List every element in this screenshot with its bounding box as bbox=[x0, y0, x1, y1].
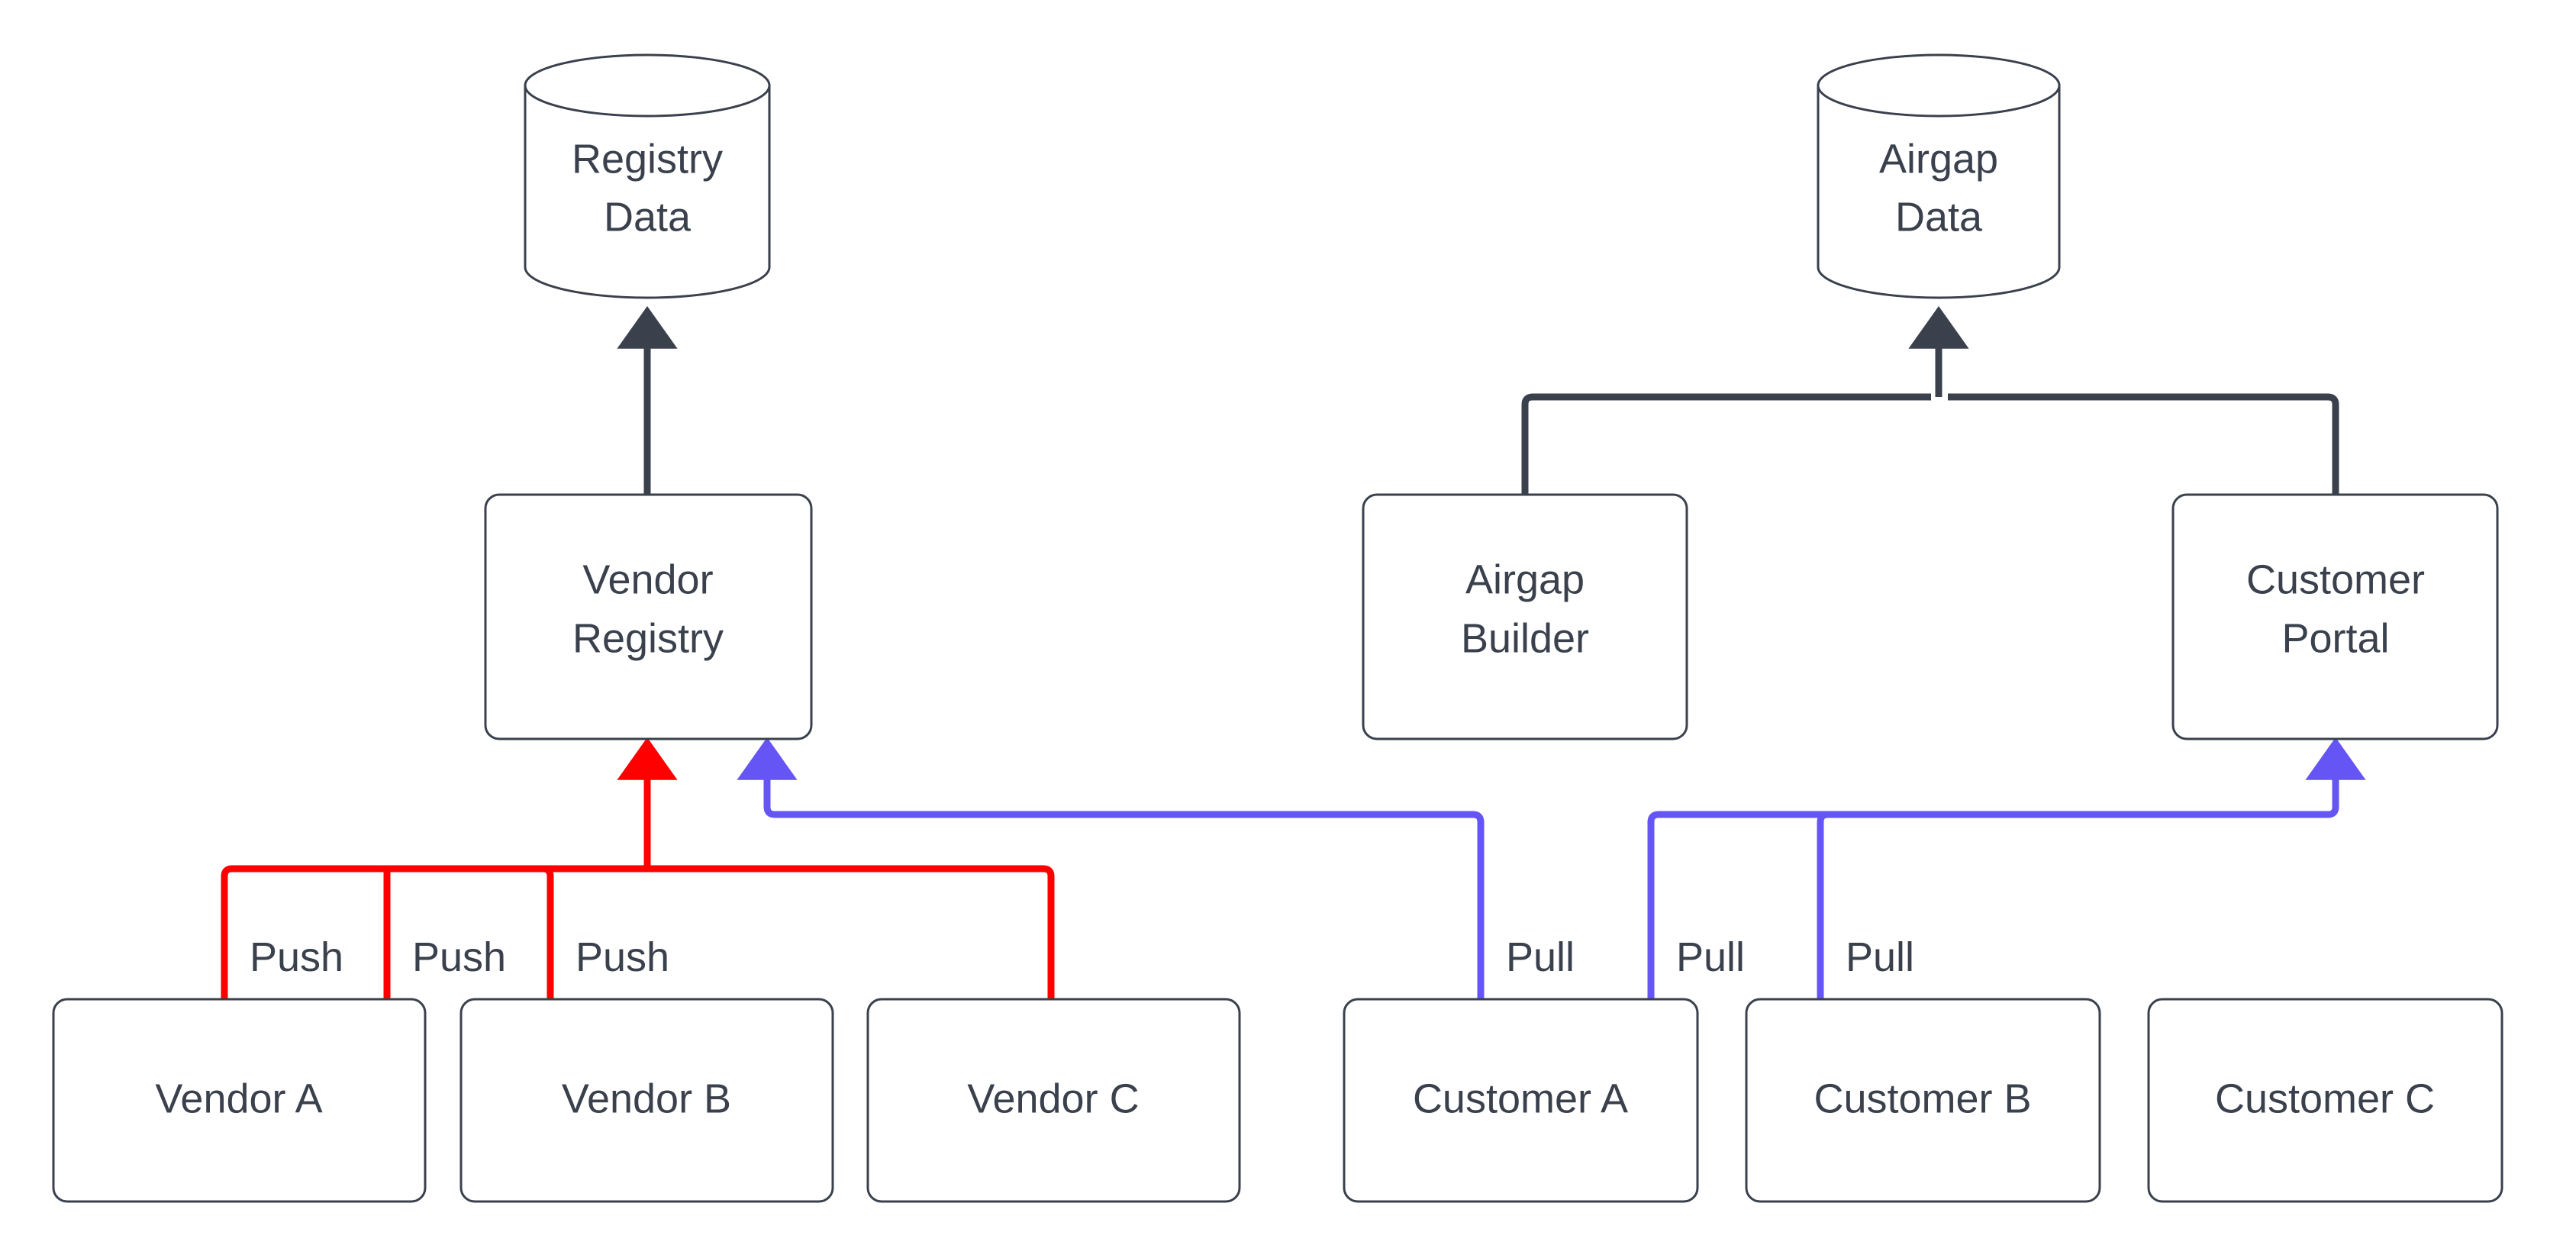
node-customer-b[interactable]: Customer B bbox=[1745, 998, 2101, 1203]
vendor-registry-label-line2: Registry bbox=[572, 615, 724, 661]
node-customer-a[interactable]: Customer A bbox=[1343, 998, 1699, 1203]
edge-vendor-a-push bbox=[221, 865, 640, 999]
node-registry-data[interactable]: Registry Data bbox=[524, 53, 771, 299]
edge-label-pull-customer-c: Pull bbox=[1846, 934, 1914, 980]
registry-data-label-line2: Data bbox=[604, 194, 692, 240]
registry-data-label-line1: Registry bbox=[572, 136, 723, 182]
airgap-builder-label-line2: Builder bbox=[1461, 615, 1589, 661]
edge-label-push-vendor-c: Push bbox=[575, 934, 669, 980]
node-customer-portal[interactable]: Customer Portal bbox=[2171, 493, 2499, 740]
customer-a-label: Customer A bbox=[1413, 1076, 1628, 1121]
edge-label-pull-customer-a: Pull bbox=[1506, 934, 1575, 980]
node-vendor-c[interactable]: Vendor C bbox=[866, 998, 1241, 1203]
airgap-builder-label-line1: Airgap bbox=[1465, 556, 1585, 602]
vendor-a-label: Vendor A bbox=[155, 1076, 322, 1121]
node-airgap-data[interactable]: Airgap Data bbox=[1817, 53, 2061, 299]
edge-customer-b-pull bbox=[1647, 737, 2366, 999]
edge-customer-c-pull bbox=[1817, 811, 2328, 999]
edge-airgap-builder-to-airgap-data bbox=[1521, 393, 1931, 495]
edge-customer-a-pull bbox=[737, 737, 1485, 999]
customer-portal-label-line1: Customer bbox=[2246, 556, 2425, 602]
edge-label-pull-customer-b: Pull bbox=[1676, 934, 1745, 980]
airgap-data-label-line1: Airgap bbox=[1879, 136, 1998, 182]
edge-vendor-c-push bbox=[539, 865, 655, 999]
edge-label-push-vendor-a: Push bbox=[250, 934, 343, 980]
node-vendor-registry[interactable]: Vendor Registry bbox=[484, 493, 813, 740]
customer-portal-label-line2: Portal bbox=[2281, 615, 2389, 661]
edge-label-push-vendor-b: Push bbox=[412, 934, 506, 980]
node-airgap-builder[interactable]: Airgap Builder bbox=[1362, 493, 1688, 740]
node-vendor-b[interactable]: Vendor B bbox=[459, 998, 834, 1203]
node-customer-c[interactable]: Customer C bbox=[2147, 998, 2503, 1203]
vendor-b-label: Vendor B bbox=[562, 1076, 731, 1121]
node-vendor-a[interactable]: Vendor A bbox=[52, 998, 427, 1203]
edge-customer-portal-to-airgap-data bbox=[1948, 393, 2339, 495]
customer-b-label: Customer B bbox=[1814, 1076, 2031, 1121]
airgap-data-label-line2: Data bbox=[1895, 194, 1983, 240]
customer-c-label: Customer C bbox=[2215, 1076, 2435, 1121]
vendor-c-label: Vendor C bbox=[967, 1076, 1139, 1121]
edge-push-bus-right-leg bbox=[655, 865, 1055, 999]
vendor-registry-label-line1: Vendor bbox=[582, 556, 713, 602]
